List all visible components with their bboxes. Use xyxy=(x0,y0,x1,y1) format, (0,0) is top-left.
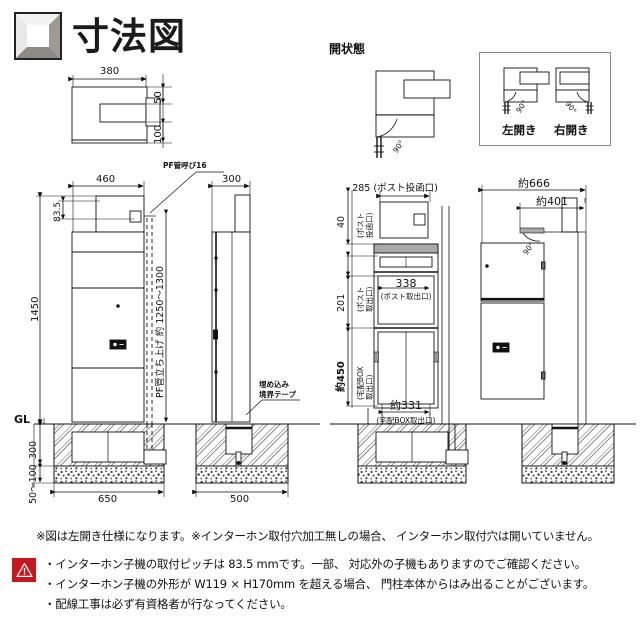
dim-total-height: 1450 xyxy=(30,296,41,322)
dim-post-out-height: 201 xyxy=(336,293,347,312)
dim-intercom-pitch: 83.5 xyxy=(53,201,63,222)
warning-line-2: ・インターホン子機の外形が W119 × H170mm を超える場合、 門柱本体… xyxy=(44,577,595,591)
note-post-out-l2: 取出口) xyxy=(365,286,374,312)
dim-top-width: 380 xyxy=(100,66,120,77)
label-right-open: 右開き xyxy=(554,123,589,137)
warning-triangle-icon xyxy=(12,558,36,582)
label-ground-level: GL xyxy=(14,413,31,426)
angle-left-open: 90° xyxy=(514,98,530,115)
note-parcel-l1: (宅配BOX xyxy=(356,366,365,400)
dim-post-out-width: 338 xyxy=(395,277,417,290)
dim-top-depth-100: 100 xyxy=(153,124,164,144)
note-parcel-l2: 取出口) xyxy=(365,374,374,400)
dim-side-width: 300 xyxy=(222,174,242,185)
beveled-square-icon xyxy=(14,12,62,60)
dim-top-depth-50: 50 xyxy=(153,91,164,104)
note-post-slot-l2: 投函口) xyxy=(365,212,374,238)
dim-front-width: 460 xyxy=(96,174,116,185)
note-post-out-width: (ポスト取出口) xyxy=(380,292,432,301)
note-primary: ※図は左開き仕様になります。※インターホン取付穴加工無しの場合、 インターホン取… xyxy=(36,529,599,543)
warning-block: ・インターホン子機の取付ピッチは 83.5 mmです。一部、 対応外の子機もあり… xyxy=(12,556,628,612)
dim-open-door-width: 約401 xyxy=(536,195,568,208)
warning-line-1: ・インターホン子機の取付ピッチは 83.5 mmです。一部、 対応外の子機もあり… xyxy=(44,557,586,571)
label-open-state: 開状態 xyxy=(329,42,366,56)
dim-post-slot-depth: 40 xyxy=(336,215,347,228)
dim-post-slot-width: 285 (ポスト投函口) xyxy=(352,183,438,194)
label-pf-riser: PF管立ち上げ 約 1250〜1300 xyxy=(155,265,166,398)
angle-right-open: 90° xyxy=(563,99,579,116)
angle-open-state: 90° xyxy=(391,138,407,155)
dim-footing-width-650: 650 xyxy=(98,494,118,505)
note-parcel-width: (宅配BOX取出口) xyxy=(376,416,436,425)
dim-parcel-height: 約450 xyxy=(336,361,347,392)
page-title: 寸法図 xyxy=(72,14,186,58)
warning-text-lines: ・インターホン子機の取付ピッチは 83.5 mmです。一部、 対応外の子機もあり… xyxy=(44,556,594,612)
dim-footing-depth-300: 300 xyxy=(28,440,39,459)
label-burial-tape-line1: 埋め込み xyxy=(259,380,289,389)
label-pf-pipe: PF管呼び16 xyxy=(163,161,207,170)
label-left-open: 左開き xyxy=(502,123,537,137)
page-title-bar: 寸法図 xyxy=(14,12,186,60)
dim-gravel-depth: 50〜100 xyxy=(28,464,39,504)
note-post-slot-l1: (ポスト xyxy=(356,212,365,238)
warning-line-3: ・配線工事は必ず有資格者が行なってください。 xyxy=(44,597,292,611)
dim-open-overall-width: 約666 xyxy=(518,177,550,190)
dim-parcel-width: 約331 xyxy=(390,399,422,412)
note-post-out-l1: (ポスト xyxy=(356,286,365,312)
angle-open-side: 90° xyxy=(521,240,537,257)
dim-side-footing-width-500: 500 xyxy=(230,494,250,505)
label-burial-tape-line2: 境界テープ xyxy=(259,390,297,399)
